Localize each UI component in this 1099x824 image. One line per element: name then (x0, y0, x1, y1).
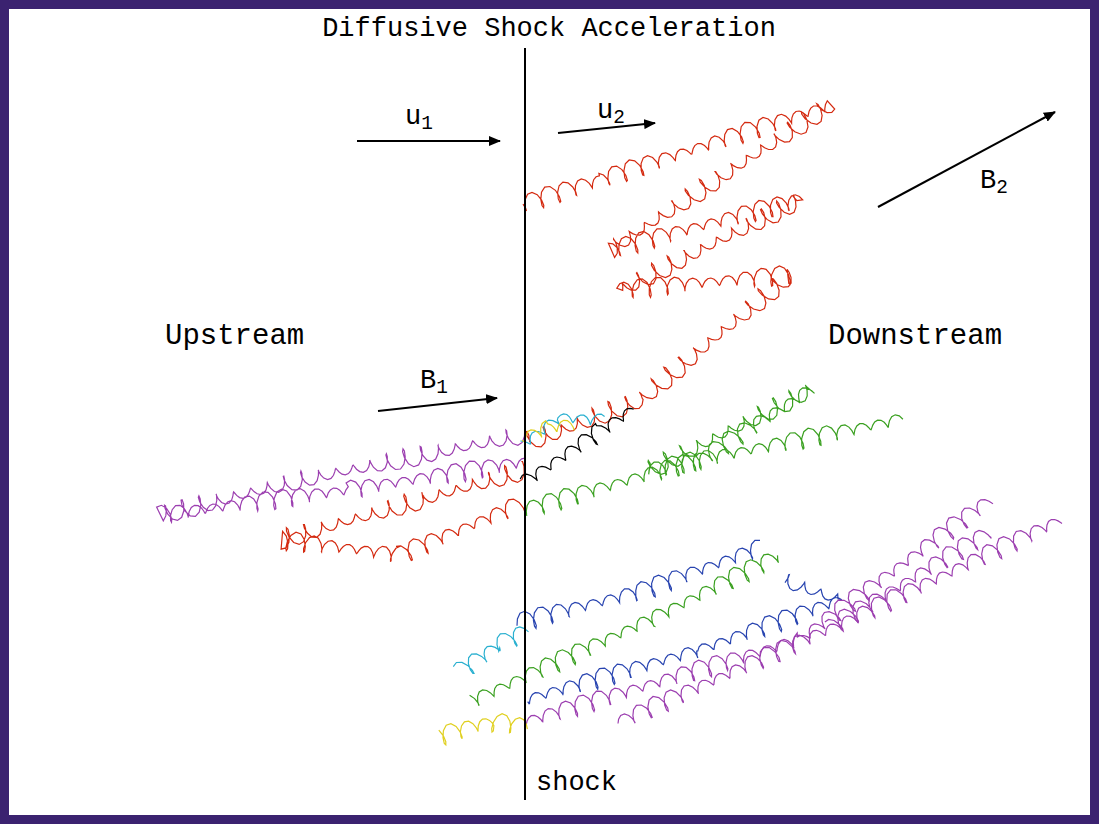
particle-trajectory (157, 429, 525, 522)
particle-trajectory (453, 627, 528, 674)
particle-trajectory (526, 500, 993, 726)
velocity-label: u2 (597, 98, 625, 128)
particle-trajectory (470, 554, 779, 705)
particle-trajectory (523, 101, 835, 447)
field-arrow (378, 398, 497, 411)
shock-label: shock (534, 770, 619, 797)
background (9, 9, 1090, 815)
field-label: B2 (980, 168, 1008, 198)
particle-trajectory (522, 420, 574, 442)
particle-trajectory (520, 414, 604, 444)
shock-front (524, 48, 526, 800)
flow-arrow (357, 140, 500, 142)
particle-trajectory (439, 714, 528, 745)
field-label: B1 (420, 368, 448, 398)
particle-trajectory (526, 385, 903, 516)
particle-trajectory (517, 540, 760, 628)
particle-trajectories (157, 101, 1062, 745)
region-label: Downstream (828, 322, 1002, 351)
diagram-title: Diffusive Shock Acceleration (322, 16, 776, 43)
velocity-label: u1 (405, 104, 433, 134)
field-arrow (878, 112, 1055, 207)
particle-trajectory (618, 520, 1062, 724)
particle-trajectory (825, 531, 991, 632)
particle-trajectory (520, 408, 634, 480)
region-label: Upstream (165, 322, 304, 351)
particle-trajectory (528, 575, 842, 704)
